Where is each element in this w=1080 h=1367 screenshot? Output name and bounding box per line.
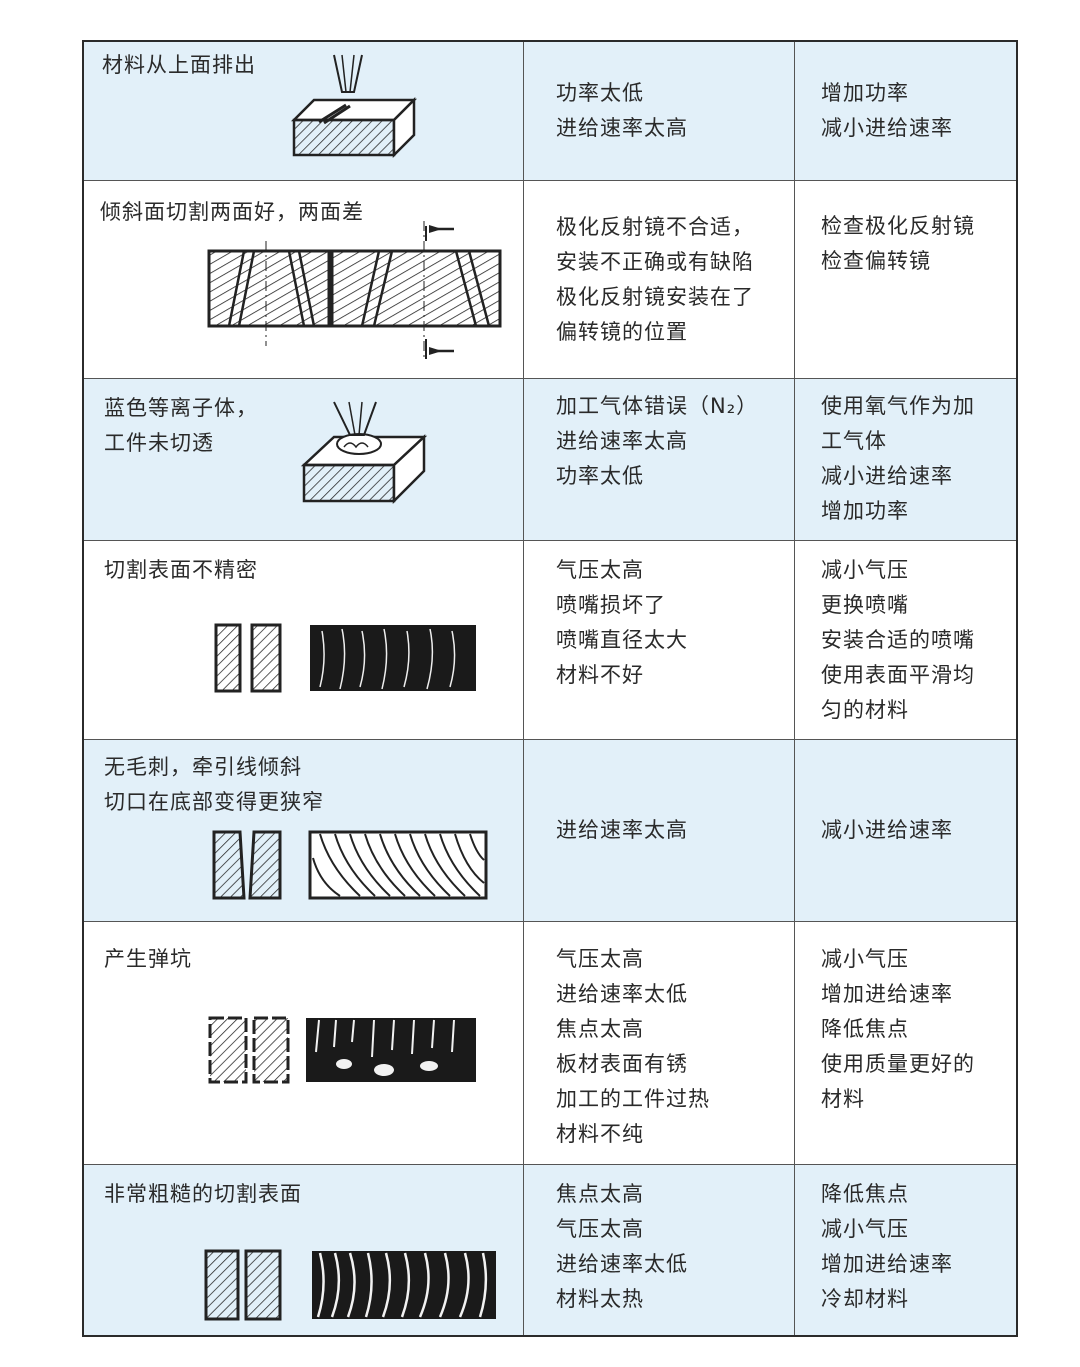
remedy-text: 减小气压 xyxy=(821,947,909,971)
problem-cell: 切割表面不精密 xyxy=(84,541,524,739)
nozzle-dross-top-icon xyxy=(290,54,418,159)
remedy-text: 增加功率 xyxy=(821,81,909,105)
remedy-cell: 增加功率 减小进给速率 xyxy=(795,42,1016,180)
remedy-cell: 减小气压 更换喷嘴 安装合适的喷嘴 使用表面平滑均 匀的材料 xyxy=(795,541,1016,739)
table-row: 产生弹坑 气压太高 进给速率太低 焦点太高 板材表面有锈 加工的工件过热 材料不… xyxy=(84,922,1016,1165)
remedy-cell: 减小气压 增加进给速率 降低焦点 使用质量更好的 材料 xyxy=(795,922,1016,1164)
table-row: 蓝色等离子体， 工件未切透 加工气体错误（N₂） 进给速率太高 功率太低 使用氧… xyxy=(84,379,1016,541)
remedy-cell: 检查极化反射镜 检查偏转镜 xyxy=(795,181,1016,378)
problem-text: 蓝色等离子体， xyxy=(104,396,258,420)
remedy-text: 增加进给速率 xyxy=(821,1252,953,1276)
cause-text: 材料不好 xyxy=(556,663,644,687)
cause-text: 材料太热 xyxy=(556,1287,644,1311)
remedy-text: 更换喷嘴 xyxy=(821,593,909,617)
cause-text: 喷嘴直径太大 xyxy=(556,628,688,652)
problem-text: 工件未切透 xyxy=(104,431,214,455)
cause-text: 加工的工件过热 xyxy=(556,1087,710,1111)
cause-text: 气压太高 xyxy=(556,947,644,971)
cause-text: 进给速率太高 xyxy=(556,818,688,842)
table-row: 材料从上面排出 功率太低 进给速率太高 增加功率 减小进给速率 xyxy=(84,42,1016,181)
cause-text: 材料不纯 xyxy=(556,1122,644,1146)
remedy-text: 增加进给速率 xyxy=(821,982,953,1006)
remedy-cell: 降低焦点 减小气压 增加进给速率 冷却材料 xyxy=(795,1165,1016,1335)
remedy-text: 减小气压 xyxy=(821,1217,909,1241)
cause-text: 极化反射镜不合适， xyxy=(556,214,754,239)
cause-cell: 加工气体错误（N₂） 进给速率太高 功率太低 xyxy=(524,379,795,540)
cause-text: 气压太高 xyxy=(556,1217,644,1241)
remedy-text: 减小气压 xyxy=(821,558,909,582)
problem-cell: 材料从上面排出 xyxy=(84,42,524,180)
crater-surface-icon xyxy=(208,1016,476,1084)
remedy-text: 使用表面平滑均 xyxy=(821,663,975,687)
rough-surface-icon xyxy=(214,623,476,693)
problem-text: 无毛刺，牵引线倾斜 xyxy=(104,755,302,779)
table-row: 无毛刺，牵引线倾斜 切口在底部变得更狭窄 进给速率太高 减小进给速率 xyxy=(84,740,1016,922)
cause-text: 进给速率太高 xyxy=(556,429,688,453)
problem-cell: 倾斜面切割两面好，两面差 xyxy=(84,181,524,378)
problem-text: 倾斜面切割两面好，两面差 xyxy=(100,200,364,224)
problem-text: 切口在底部变得更狭窄 xyxy=(104,790,324,814)
cause-text: 极化反射镜安装在了 xyxy=(556,284,754,309)
problem-text: 非常粗糙的切割表面 xyxy=(104,1182,302,1206)
problem-cell: 非常粗糙的切割表面 xyxy=(84,1165,524,1335)
cause-cell: 极化反射镜不合适， 安装不正确或有缺陷 极化反射镜安装在了 偏转镜的位置 xyxy=(524,181,795,378)
cause-text: 进给速率太低 xyxy=(556,1252,688,1276)
cause-text: 功率太低 xyxy=(556,81,644,105)
cause-text: 加工气体错误（N₂） xyxy=(556,394,759,418)
cause-text: 气压太高 xyxy=(556,558,644,582)
cause-text: 进给速率太低 xyxy=(556,982,688,1006)
remedy-text: 减小进给速率 xyxy=(821,116,953,140)
troubleshooting-table: 材料从上面排出 功率太低 进给速率太高 增加功率 减小进给速率 xyxy=(82,40,1018,1337)
problem-cell: 无毛刺，牵引线倾斜 切口在底部变得更狭窄 xyxy=(84,740,524,921)
cause-text: 进给速率太高 xyxy=(556,116,688,140)
very-rough-surface-icon xyxy=(204,1249,496,1321)
cause-cell: 气压太高 进给速率太低 焦点太高 板材表面有锈 加工的工件过热 材料不纯 xyxy=(524,922,795,1164)
remedy-text: 增加功率 xyxy=(821,499,909,523)
cause-cell: 功率太低 进给速率太高 xyxy=(524,42,795,180)
problem-cell: 蓝色等离子体， 工件未切透 xyxy=(84,379,524,540)
plasma-nozzle-icon xyxy=(300,401,428,505)
remedy-text: 检查极化反射镜 xyxy=(821,214,975,238)
remedy-text: 减小进给速率 xyxy=(821,464,953,488)
table-row: 切割表面不精密 气压太高 喷嘴损坏了 喷嘴直径太大 材料不好 减小气压 更换喷嘴… xyxy=(84,541,1016,740)
remedy-cell: 减小进给速率 xyxy=(795,740,1016,921)
cause-text: 板材表面有锈 xyxy=(556,1052,688,1076)
inclined-drag-lines-icon xyxy=(212,830,488,900)
remedy-text: 减小进给速率 xyxy=(821,818,953,842)
slanted-cut-icon xyxy=(207,221,502,361)
cause-cell: 气压太高 喷嘴损坏了 喷嘴直径太大 材料不好 xyxy=(524,541,795,739)
remedy-text: 降低焦点 xyxy=(821,1182,909,1206)
cause-cell: 焦点太高 气压太高 进给速率太低 材料太热 xyxy=(524,1165,795,1335)
problem-text: 材料从上面排出 xyxy=(102,53,256,77)
remedy-text: 工气体 xyxy=(821,429,887,453)
remedy-text: 检查偏转镜 xyxy=(821,249,931,273)
remedy-text: 降低焦点 xyxy=(821,1017,909,1041)
remedy-text: 匀的材料 xyxy=(821,698,909,722)
cause-text: 喷嘴损坏了 xyxy=(556,593,666,617)
cause-text: 焦点太高 xyxy=(556,1182,644,1206)
remedy-cell: 使用氧气作为加 工气体 减小进给速率 增加功率 xyxy=(795,379,1016,540)
table-row: 非常粗糙的切割表面 焦点太高 气压太高 进给速率太低 材料太热 降低焦点 减小气… xyxy=(84,1165,1016,1335)
problem-text: 产生弹坑 xyxy=(104,947,192,971)
cause-text: 焦点太高 xyxy=(556,1017,644,1041)
problem-cell: 产生弹坑 xyxy=(84,922,524,1164)
cause-text: 偏转镜的位置 xyxy=(556,319,688,344)
cause-text: 安装不正确或有缺陷 xyxy=(556,249,754,274)
remedy-text: 使用质量更好的 xyxy=(821,1052,975,1076)
cause-text: 功率太低 xyxy=(556,464,644,488)
remedy-text: 使用氧气作为加 xyxy=(821,394,975,418)
problem-text: 切割表面不精密 xyxy=(104,558,258,582)
table-row: 倾斜面切割两面好，两面差 极化反射镜不合适， xyxy=(84,181,1016,379)
remedy-text: 冷却材料 xyxy=(821,1287,909,1311)
remedy-text: 材料 xyxy=(821,1087,865,1111)
remedy-text: 安装合适的喷嘴 xyxy=(821,628,975,652)
cause-cell: 进给速率太高 xyxy=(524,740,795,921)
